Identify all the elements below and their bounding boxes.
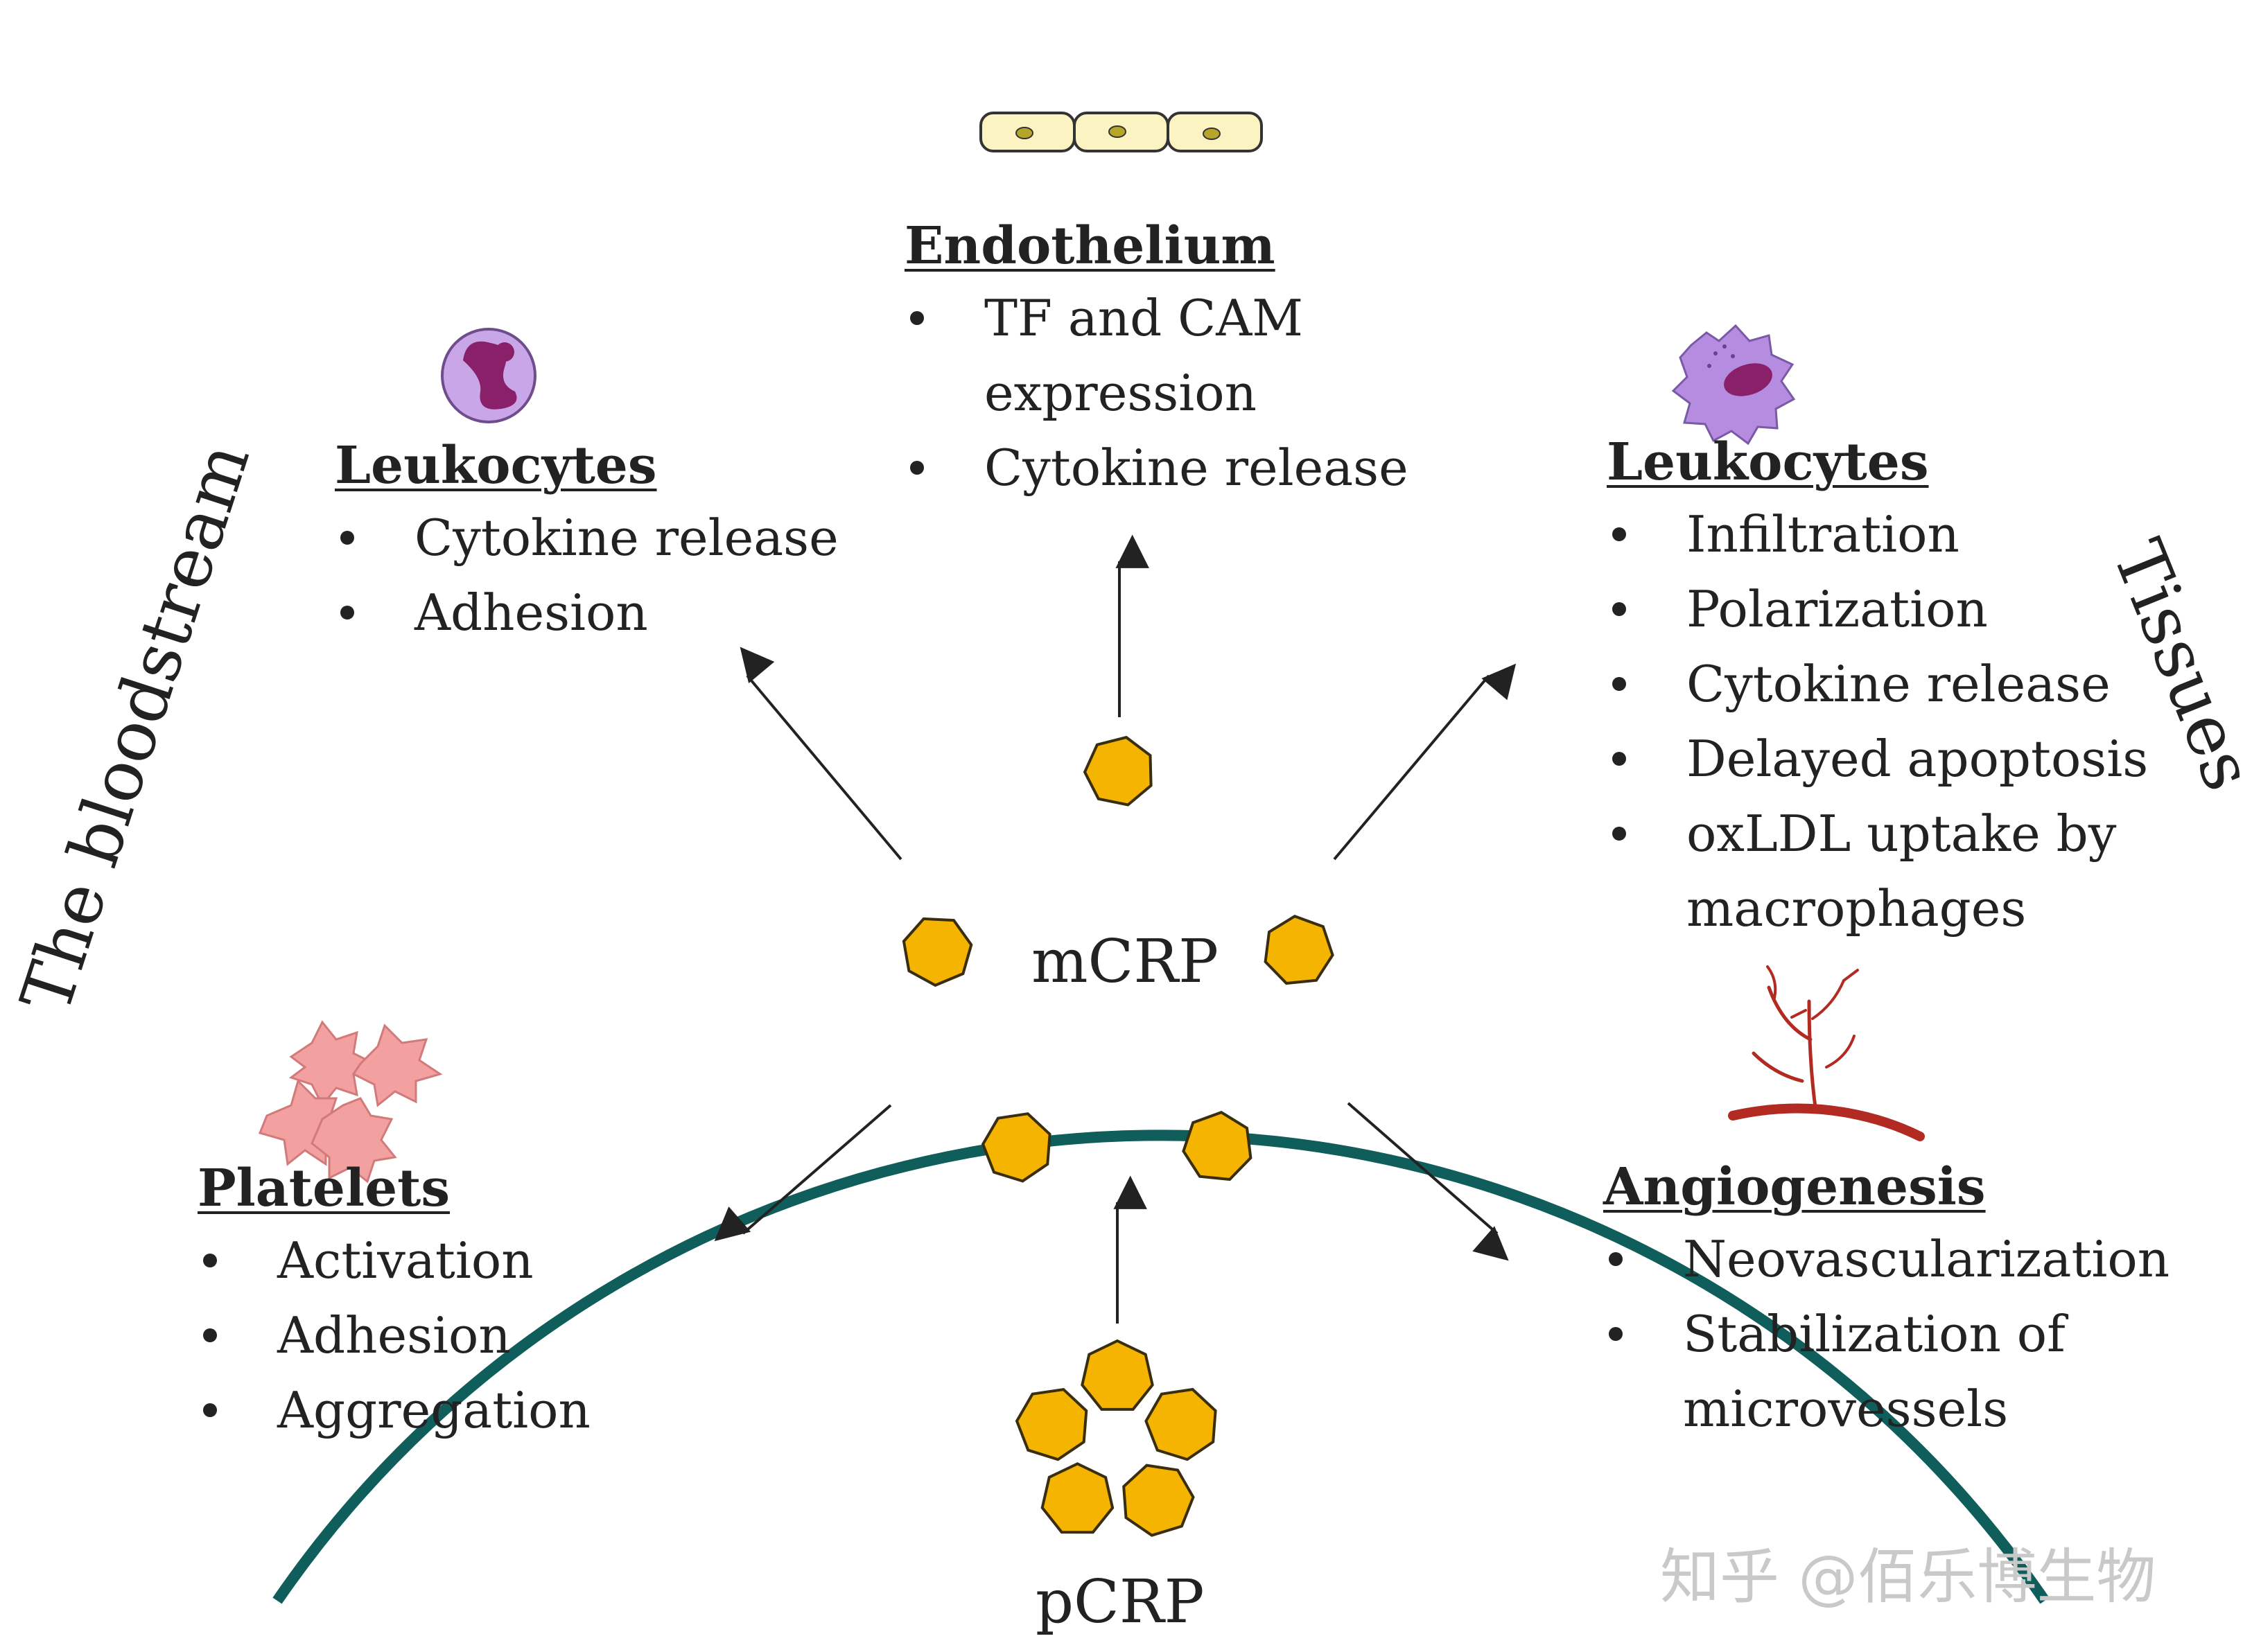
endothelium-group: Endothelium TF and CAM expression Cytoki…	[905, 211, 1408, 505]
bullet-icon	[340, 531, 354, 545]
pcrp-subunit	[1015, 1387, 1088, 1461]
bullet-icon	[1612, 752, 1626, 766]
list-item: microvessels	[1683, 1380, 2009, 1438]
list-item: macrophages	[1686, 879, 2027, 938]
crp-units	[902, 735, 1334, 1537]
mcrp-label: mCRP	[1031, 927, 1219, 996]
arrow-to-leukocytes-left	[740, 647, 902, 861]
bullet-icon	[203, 1254, 217, 1267]
list-item: Delayed apoptosis	[1607, 721, 2148, 796]
list-item: expression	[984, 364, 1257, 422]
angiogenesis-effects: Neovascularization Stabilization of micr…	[1603, 1222, 2170, 1446]
bullet-icon	[1612, 602, 1626, 616]
watermark: 知乎 @佰乐博生物	[1660, 1543, 2156, 1612]
bullet-icon	[203, 1328, 217, 1342]
platelets-group: Platelets Activation Adhesion Aggregatio…	[198, 1154, 591, 1448]
endothelium-effects: TF and CAM expression Cytokine release	[905, 281, 1408, 505]
mcrp-monomer	[902, 917, 973, 987]
bullet-icon	[1612, 827, 1626, 841]
bullet-icon	[1612, 677, 1626, 691]
platelets-effects: Activation Adhesion Aggregation	[198, 1223, 591, 1448]
blood-vessel-icon	[1728, 965, 1925, 1141]
pcrp-label: pCRP	[1036, 1567, 1205, 1637]
list-item: Infiltration	[1607, 497, 2148, 572]
bullet-icon	[340, 606, 354, 620]
leukocytes-tissues-effects: Infiltration Polarization Cytokine relea…	[1607, 497, 2148, 946]
bullet-icon	[910, 311, 924, 325]
list-item: Cytokine release	[1607, 647, 2148, 721]
angiogenesis-group: Angiogenesis Neovascularization Stabiliz…	[1603, 1152, 2170, 1446]
leukocytes-tissues-title: Leukocytes	[1607, 432, 1929, 492]
leukocytes-bloodstream-effects: Cytokine release Adhesion	[335, 500, 839, 650]
mcrp-monomer	[1083, 735, 1153, 807]
tissue-boundary-arc	[272, 1130, 2050, 1604]
angiogenesis-title: Angiogenesis	[1603, 1157, 1986, 1217]
list-item: Activation	[198, 1223, 591, 1298]
list-item: Aggregation	[198, 1373, 591, 1448]
list-item: Cytokine release	[905, 430, 1408, 505]
list-item: Polarization	[1607, 572, 2148, 647]
bullet-icon	[1612, 527, 1626, 541]
list-item: TF and CAM	[905, 281, 1408, 355]
mcrp-monomer	[981, 1112, 1051, 1183]
mcrp-monomer	[1264, 914, 1334, 985]
pcrp-subunit	[1144, 1387, 1217, 1461]
arrow-to-angiogenesis	[1347, 1102, 1509, 1261]
pcrp-subunit	[1040, 1462, 1115, 1534]
list-item: Adhesion	[335, 575, 839, 650]
bullet-icon	[1609, 1327, 1623, 1341]
bullet-icon	[203, 1403, 217, 1417]
list-item: Cytokine release	[335, 500, 839, 575]
list-item: Stabilization of	[1603, 1297, 2170, 1371]
endothelium-title: Endothelium	[905, 216, 1275, 276]
platelets-icon	[258, 1020, 443, 1184]
leukocytes-tissues-group: Leukocytes Infiltration Polarization Cyt…	[1607, 428, 2148, 946]
leukocytes-bloodstream-title: Leukocytes	[335, 436, 657, 495]
pcrp-subunit	[1122, 1464, 1195, 1537]
neutrophil-icon	[441, 328, 536, 423]
arrows	[714, 534, 1517, 1324]
bullet-icon	[910, 461, 924, 475]
bullet-icon	[1609, 1252, 1623, 1266]
pcrp-subunit	[1081, 1339, 1154, 1411]
mcrp-monomer	[1182, 1110, 1252, 1181]
arrow-to-platelets	[714, 1104, 892, 1242]
arrow-to-leukocytes-right	[1333, 663, 1517, 861]
list-item: Adhesion	[198, 1298, 591, 1373]
macrophage-icon	[1671, 324, 1796, 446]
leukocytes-bloodstream-group: Leukocytes Cytokine release Adhesion	[335, 431, 839, 650]
endothelial-cells-icon	[979, 112, 1263, 152]
list-item: Neovascularization	[1603, 1222, 2170, 1297]
list-item: oxLDL uptake by	[1607, 796, 2148, 871]
platelets-title: Platelets	[198, 1159, 451, 1218]
